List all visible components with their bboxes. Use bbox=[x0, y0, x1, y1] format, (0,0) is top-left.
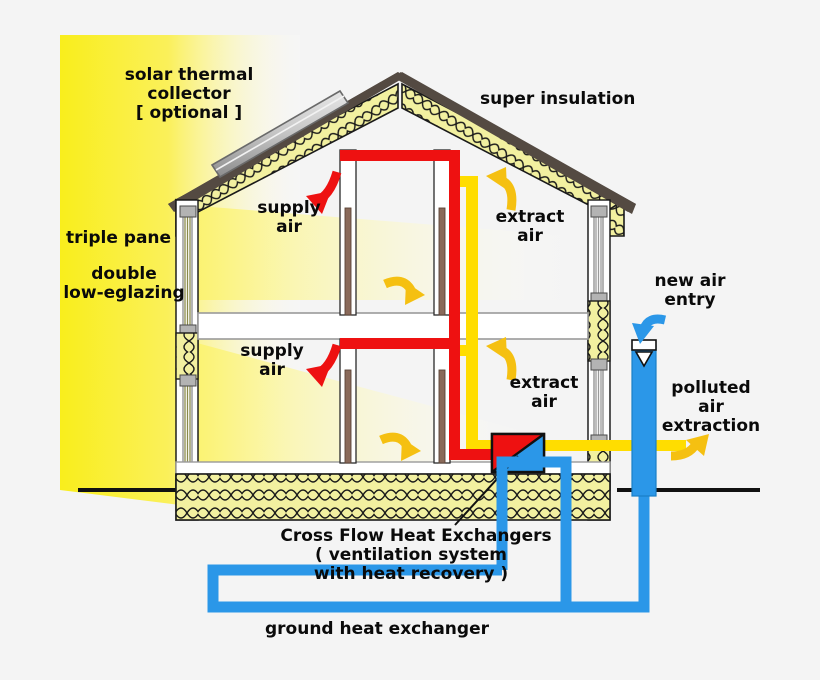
label-glazing-line2: low-eglazing bbox=[63, 283, 184, 303]
wall-insulation-right-mid bbox=[587, 300, 611, 362]
label-new-air-entry-line1: new air bbox=[655, 271, 727, 291]
extract-air-duct bbox=[455, 176, 686, 451]
label-ground-heat-exchanger: ground heat exchanger bbox=[265, 619, 490, 639]
label-polluted-air-line2: air bbox=[698, 397, 724, 417]
label-polluted-air-line1: polluted bbox=[671, 378, 750, 398]
door-upper-right[interactable] bbox=[438, 207, 446, 316]
label-supply-air-lower-line1: supply bbox=[240, 341, 303, 361]
curved-arrow-up-left-icon-lower bbox=[486, 337, 517, 381]
label-extract-air-lower-line2: air bbox=[531, 392, 557, 412]
label-triple-pane: triple pane bbox=[66, 228, 171, 248]
curved-arrow-down-icon bbox=[632, 314, 667, 344]
door-lower-right[interactable] bbox=[438, 369, 446, 464]
label-supply-air-lower-line2: air bbox=[259, 360, 285, 380]
extract-air-outlet-run bbox=[466, 440, 686, 451]
curved-arrow-up-right-icon bbox=[670, 434, 709, 461]
label-supply-air-upper-line2: air bbox=[276, 217, 302, 237]
label-supply-air-upper-line1: supply bbox=[257, 198, 320, 218]
solar-thermal-collector[interactable] bbox=[210, 89, 350, 179]
label-heat-exchanger-line2: ( ventilation system bbox=[315, 545, 507, 565]
interior-partitions bbox=[339, 149, 451, 464]
label-new-air-entry-line2: entry bbox=[664, 290, 715, 310]
label-heat-exchanger-line3: with heat recovery ) bbox=[314, 564, 508, 584]
label-polluted-air-line3: extraction bbox=[662, 416, 760, 436]
curved-arrow-up-left-icon-upper bbox=[486, 167, 517, 211]
label-solar-collector-line2: collector bbox=[147, 84, 231, 104]
ground-heat-exchanger-loop bbox=[207, 456, 650, 613]
curved-arrow-down-left-icon-lower bbox=[306, 343, 342, 387]
door-lower-left[interactable] bbox=[344, 369, 352, 464]
curved-arrow-right-icon-upper bbox=[383, 276, 425, 305]
wall-insulation-left-mid bbox=[175, 332, 199, 380]
window-left-upper bbox=[179, 205, 197, 337]
label-solar-collector-line3: [ optional ] bbox=[136, 103, 242, 123]
label-glazing-line1: double bbox=[91, 264, 156, 284]
floor-insulation bbox=[175, 473, 611, 521]
door-upper-left[interactable] bbox=[344, 207, 352, 316]
label-super-insulation: super insulation bbox=[480, 89, 635, 109]
fresh-air-intake-stack bbox=[631, 339, 657, 497]
label-heat-exchanger-line1: Cross Flow Heat Exchangers bbox=[280, 526, 551, 546]
down-triangle-icon bbox=[634, 351, 654, 368]
window-right-upper bbox=[590, 205, 608, 305]
supply-air-duct bbox=[340, 150, 494, 460]
curved-arrow-right-icon-lower bbox=[379, 432, 421, 461]
label-extract-air-upper-line2: air bbox=[517, 226, 543, 246]
label-solar-collector-line1: solar thermal bbox=[125, 65, 254, 85]
label-extract-air-lower-line1: extract bbox=[510, 373, 579, 393]
label-extract-air-upper-line1: extract bbox=[496, 207, 565, 227]
curved-arrow-down-left-icon-upper bbox=[306, 170, 342, 214]
mid-floor-slab bbox=[197, 312, 589, 340]
